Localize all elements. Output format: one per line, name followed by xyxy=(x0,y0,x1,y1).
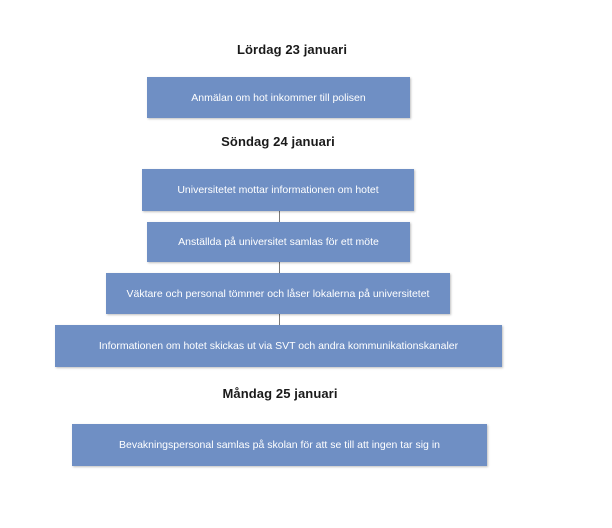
connector-line xyxy=(279,262,280,274)
day-heading-sunday: Söndag 24 januari xyxy=(221,134,335,149)
day-heading-monday: Måndag 25 januari xyxy=(222,386,338,401)
event-box-info-broadcast: Informationen om hotet skickas ut via SV… xyxy=(55,325,502,367)
connector-line xyxy=(279,211,280,223)
event-box-university-informed: Universitetet mottar informationen om ho… xyxy=(142,169,414,211)
day-heading-saturday: Lördag 23 januari xyxy=(236,42,348,57)
connector-line xyxy=(279,314,280,326)
event-box-police-report: Anmälan om hot inkommer till polisen xyxy=(147,77,410,118)
event-box-staff-meeting: Anställda på universitet samlas för ett … xyxy=(147,222,410,262)
event-box-security-guards: Bevakningspersonal samlas på skolan för … xyxy=(72,424,487,466)
event-box-premises-locked: Väktare och personal tömmer och låser lo… xyxy=(106,273,450,314)
